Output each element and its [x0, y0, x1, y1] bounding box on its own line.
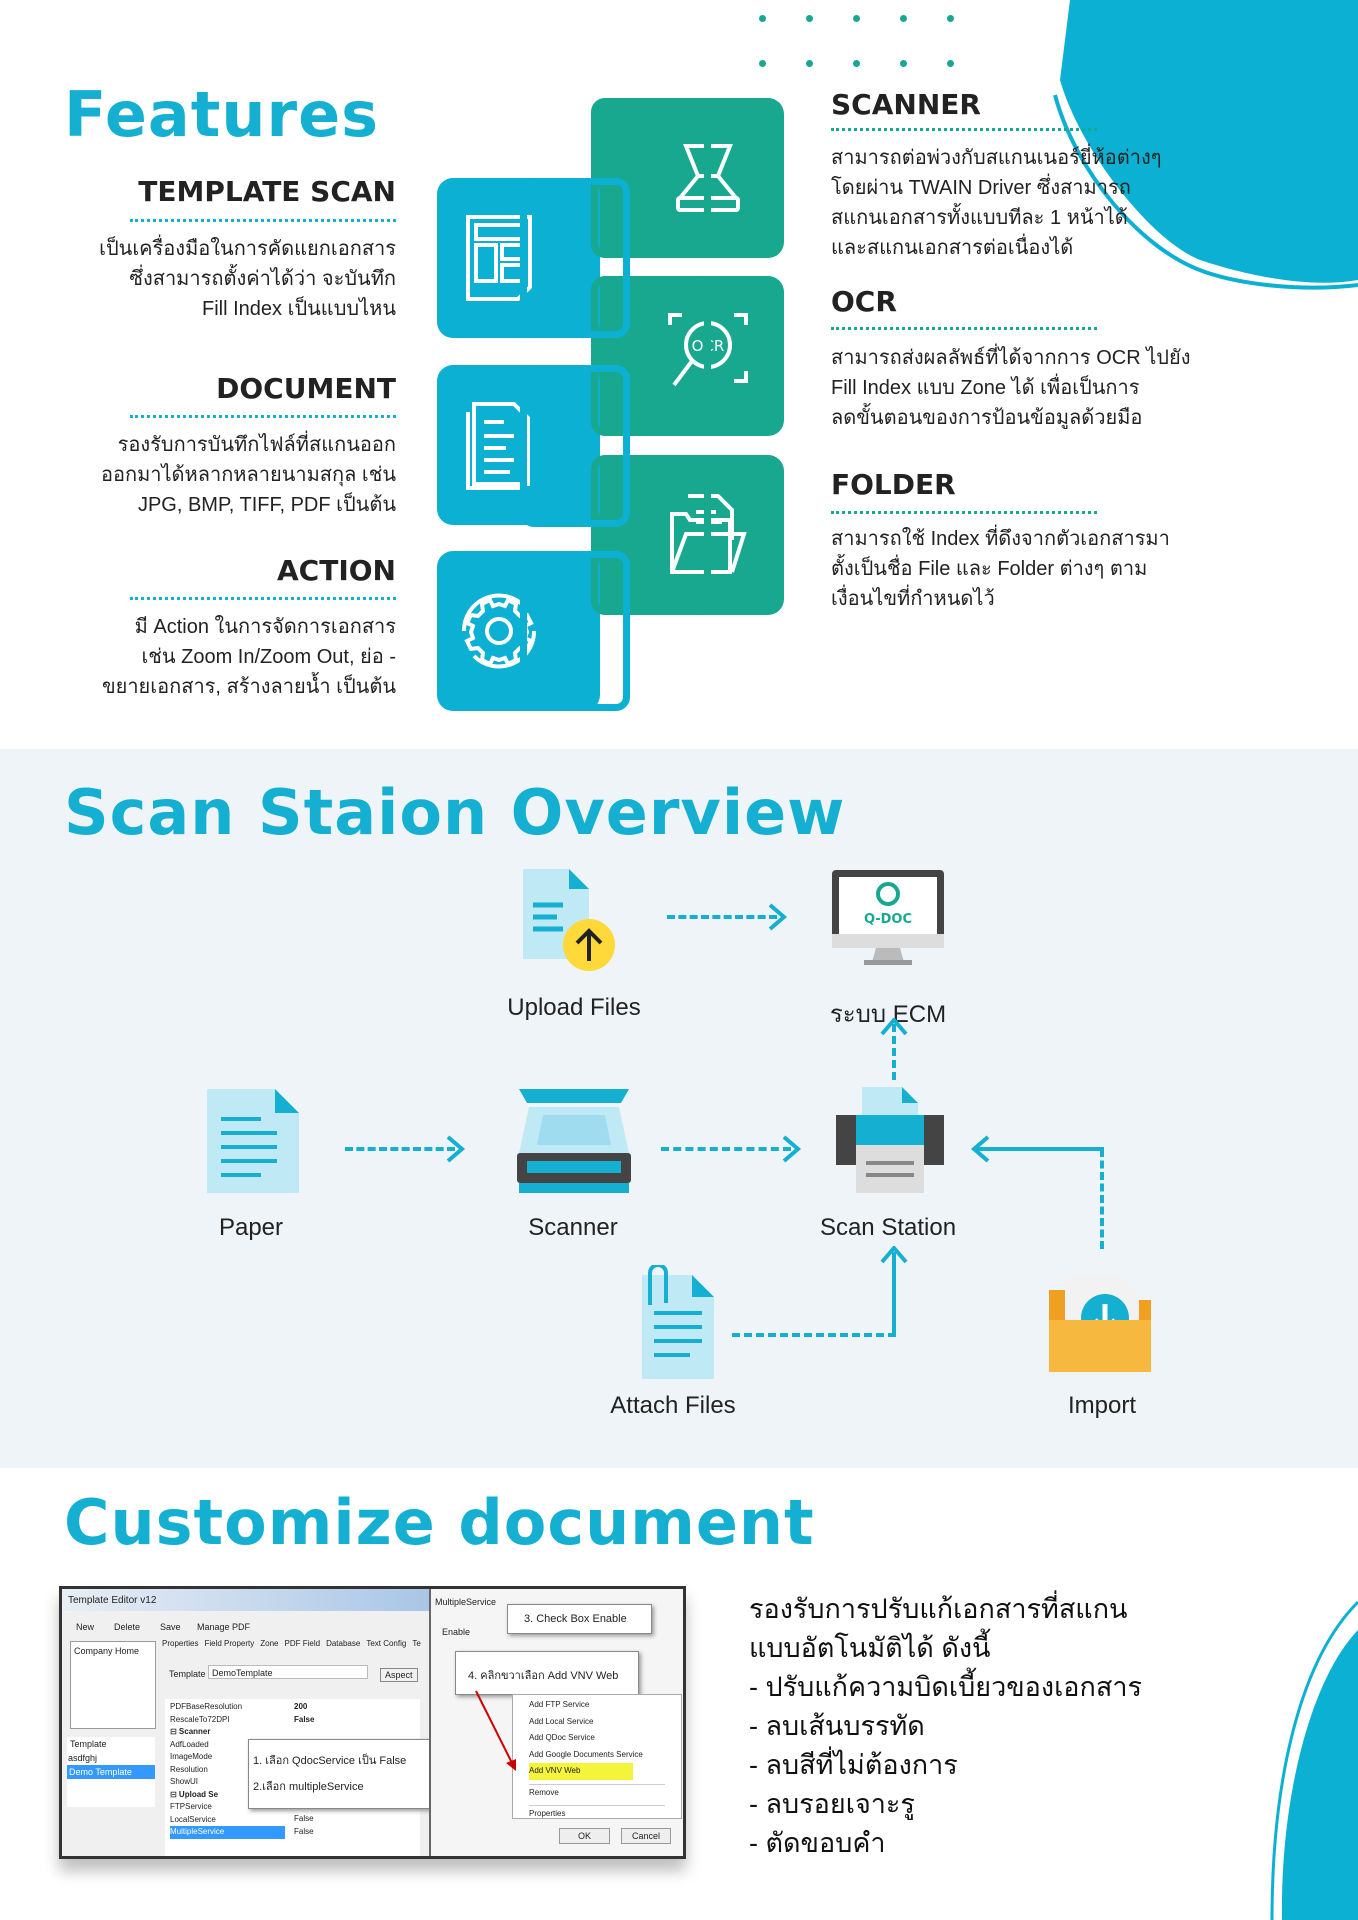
features-title: Features: [64, 78, 380, 151]
scan-station-label: Scan Station: [819, 1214, 957, 1241]
upload-file-icon: [523, 869, 615, 971]
arrowhead-icon: [782, 1135, 802, 1163]
feature-heading: TEMPLATE SCAN: [138, 175, 396, 208]
arrow-attach-to-station: [732, 1333, 896, 1337]
feature-heading: ACTION: [277, 554, 396, 587]
import-label: Import: [1067, 1392, 1136, 1419]
scanner-feature-box: [591, 98, 784, 258]
customize-description: รองรับการปรับแก้เอกสารที่สแกนแบบอัตโนมัต…: [749, 1594, 1143, 1858]
folder-icon: [669, 494, 747, 574]
red-arrow-icon: [475, 1690, 516, 1771]
feature-heading: SCANNER: [831, 88, 981, 121]
gear-icon: [461, 593, 536, 669]
ecm-label: ระบบ ECM: [829, 1001, 947, 1028]
upload-files-label: Upload Files: [507, 994, 641, 1021]
arrow-paper-to-scanner: [345, 1147, 455, 1151]
monitor-icon: Q-DOC: [832, 870, 944, 965]
feature-description: สามารถต่อพ่วงกับสแกนเนอร์ยี่ห้อต่างๆโดยผ…: [831, 147, 1162, 259]
attach-files-label: Attach Files: [610, 1392, 736, 1419]
scanner-icon: [675, 144, 740, 212]
attach-file-icon: [642, 1265, 714, 1379]
arrow-import-line: [975, 1147, 1104, 1151]
template-icon: [465, 215, 532, 301]
feature-heading: FOLDER: [831, 468, 956, 501]
folder-feature-box: [591, 455, 784, 615]
feature-description: มี Action ในการจัดการเอกสารเช่น Zoom In/…: [101, 616, 396, 698]
arrow-upload-to-ecm: [667, 915, 777, 919]
dotted-divider: [130, 597, 396, 600]
template-scan-feature-box: [437, 178, 600, 338]
svg-text:Q-DOC: Q-DOC: [864, 912, 912, 927]
template-editor-screenshot: Template Editor v12 New Delete Save Mana…: [59, 1586, 686, 1859]
dotted-divider: [130, 219, 396, 222]
document-feature-box: [437, 365, 600, 525]
import-folder-icon: [1049, 1274, 1151, 1372]
action-feature-box: [437, 551, 600, 711]
arrow-station-to-ecm: [892, 1024, 896, 1080]
arrowhead-icon: [880, 1018, 908, 1036]
paper-icon: [207, 1089, 299, 1193]
arrow-attach-line: [892, 1252, 896, 1337]
decorative-blob: [1053, 0, 1358, 290]
scanner-label: Scanner: [528, 1214, 618, 1241]
customize-title: Customize document: [64, 1486, 815, 1559]
feature-heading: DOCUMENT: [216, 372, 396, 405]
multiple-service-value: False: [294, 1826, 314, 1836]
feature-heading: OCR: [831, 285, 897, 318]
overview-title: Scan Staion Overview: [64, 776, 846, 849]
svg-text:OCR: OCR: [691, 337, 724, 355]
dotted-divider: [831, 327, 1097, 330]
ocr-icon: OCR: [667, 313, 748, 387]
dotted-divider: [831, 128, 1097, 131]
feature-description: รองรับการบันทึกไฟล์ที่สแกนออกออกมาได้หลา…: [100, 434, 396, 516]
local-service-value: False: [294, 1814, 314, 1823]
scanner-device-icon: [517, 1089, 631, 1193]
dotted-divider: [831, 511, 1097, 514]
scan-station-icon: [836, 1087, 944, 1193]
arrow-scanner-to-station: [661, 1147, 791, 1151]
document-icon: [465, 402, 530, 490]
arrowhead-icon: [970, 1135, 990, 1163]
dotted-divider: [130, 415, 396, 418]
decorative-corner: [1270, 1600, 1358, 1920]
arrowhead-icon: [446, 1135, 466, 1163]
feature-description: เป็นเครื่องมือในการคัดแยกเอกสารซึ่งสามาร…: [99, 238, 396, 320]
arrowhead-icon: [768, 903, 788, 931]
arrow-import-to-station: [1100, 1149, 1104, 1249]
paper-label: Paper: [218, 1214, 284, 1241]
arrowhead-icon: [880, 1246, 908, 1264]
ocr-feature-box: OCR: [591, 276, 784, 436]
feature-description: สามารถใช้ Index ที่ดึงจากตัวเอกสารมาตั้ง…: [831, 528, 1170, 610]
